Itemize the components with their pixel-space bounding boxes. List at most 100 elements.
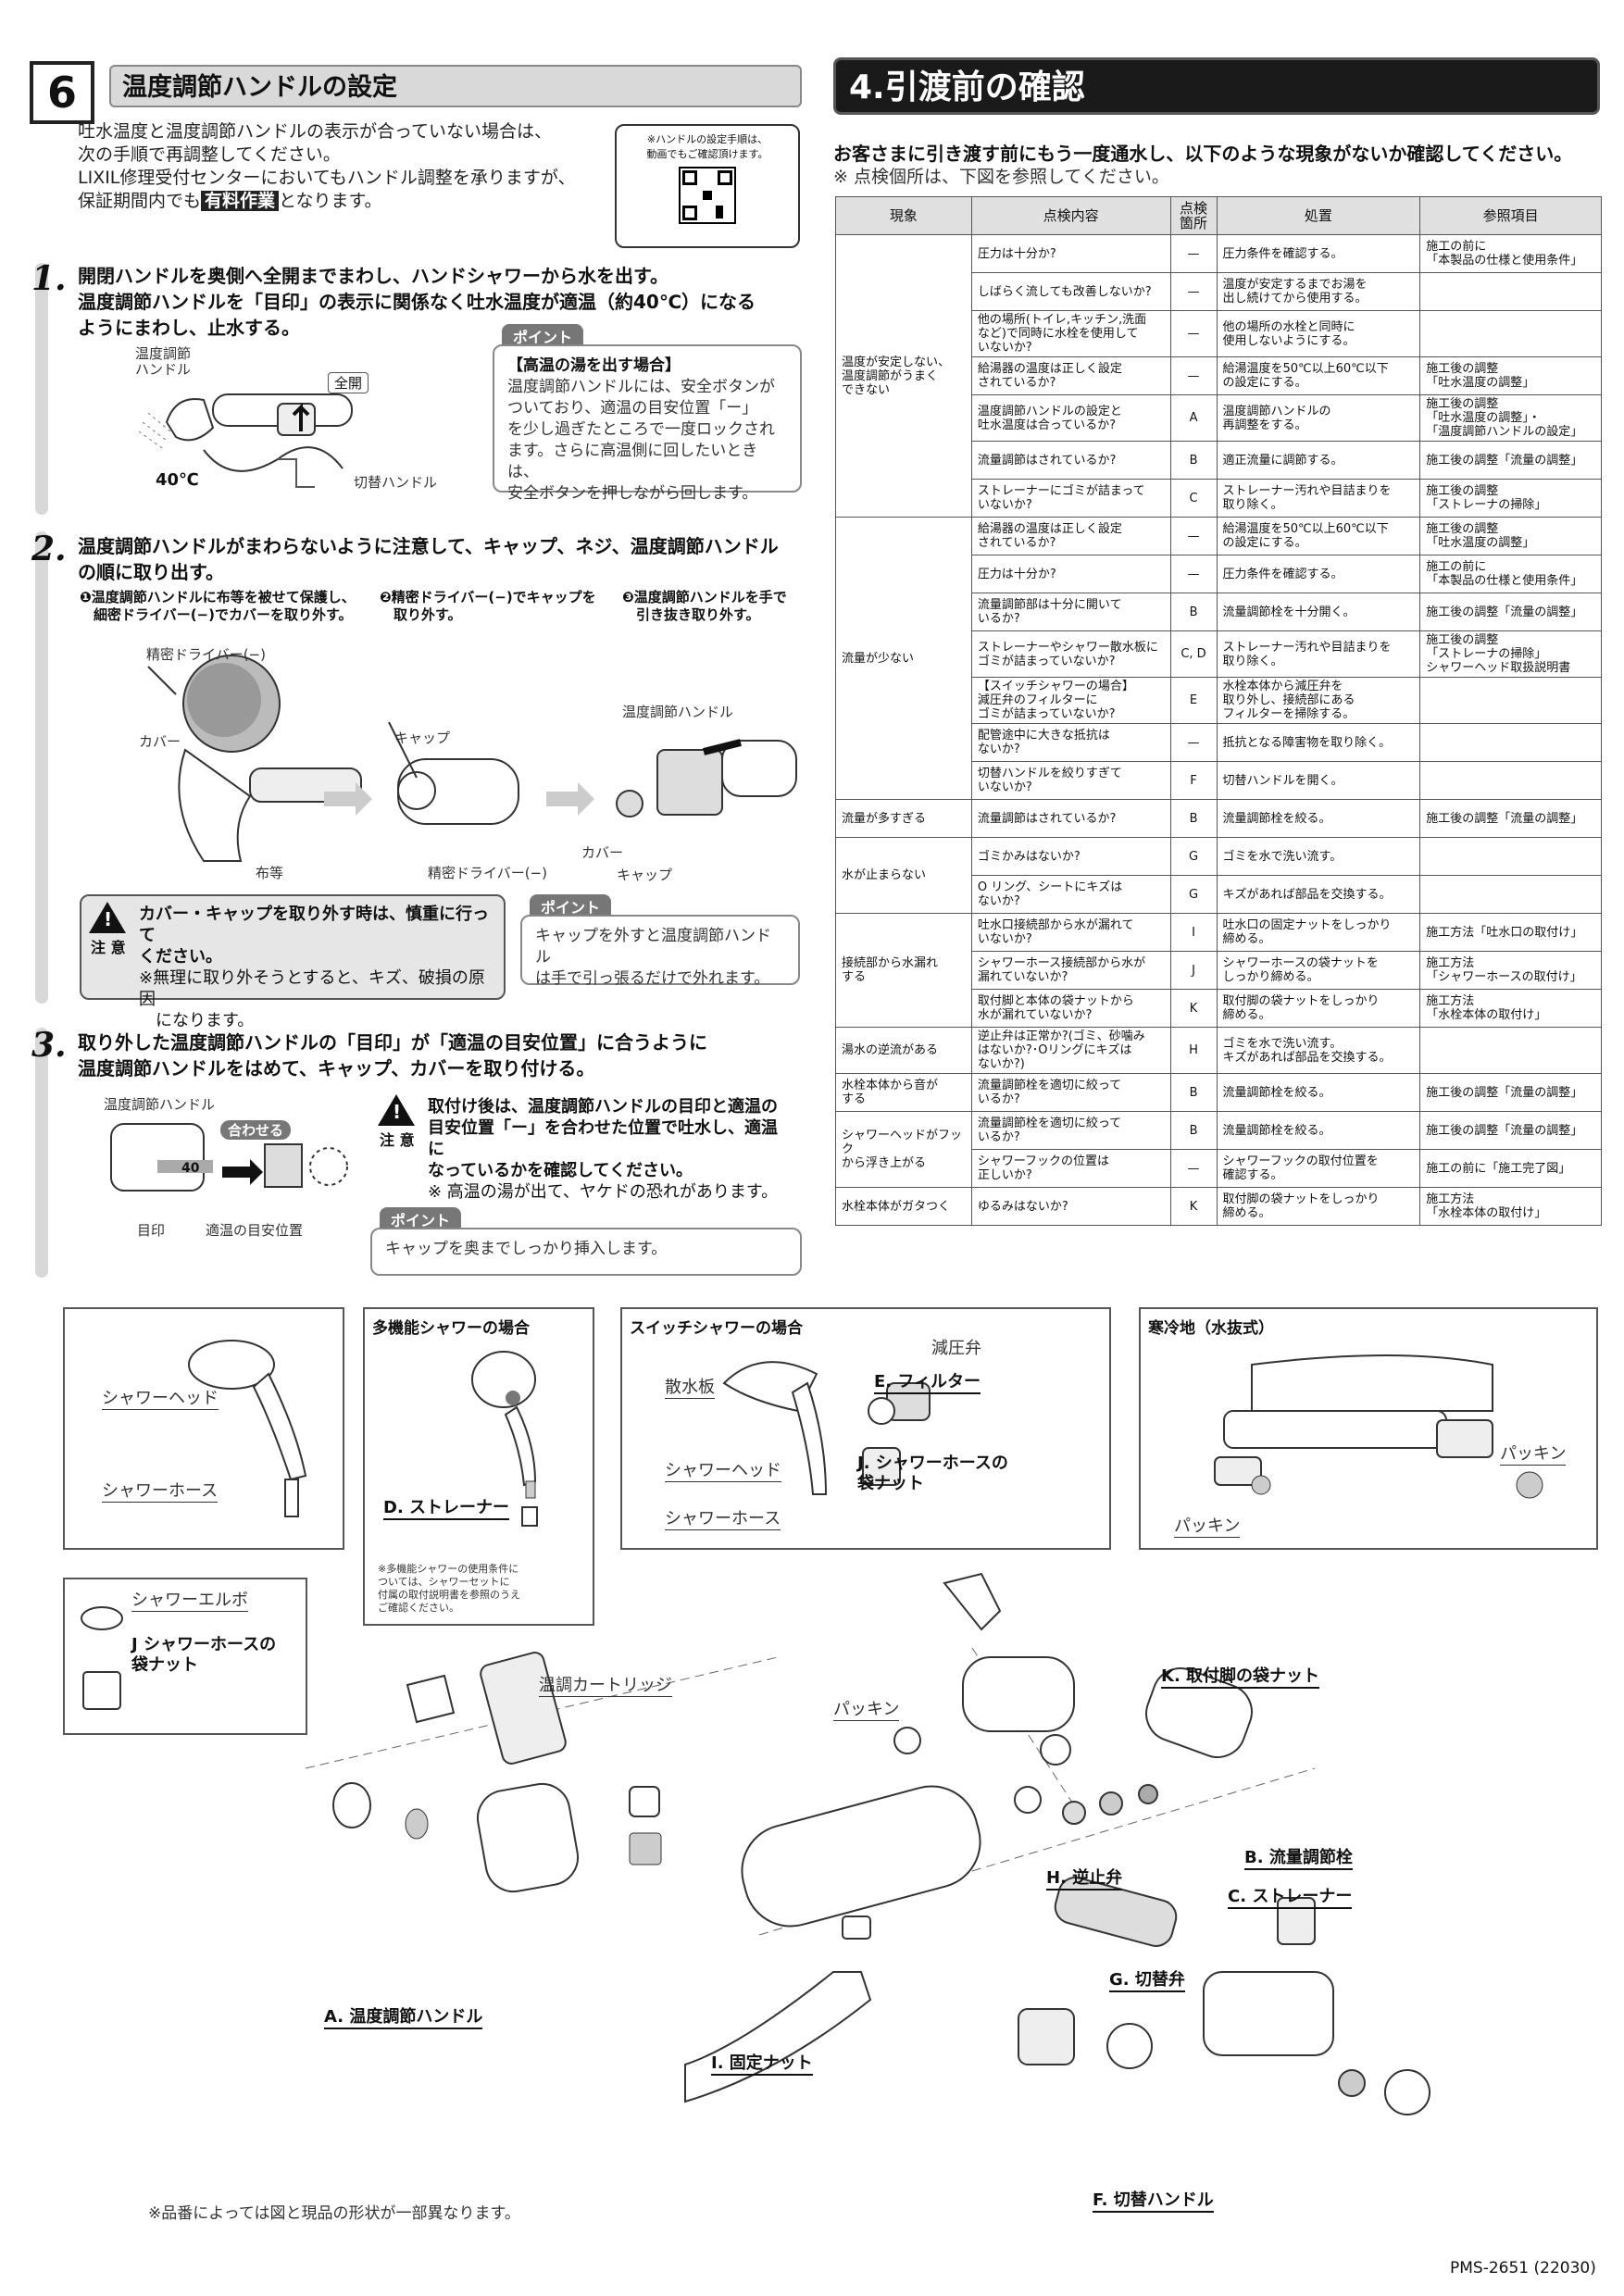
- table-row: 湯水の逆流がある逆止弁は正常か?(ゴミ、砂噛み はないか?･Oリングにキズは な…: [835, 1027, 1602, 1074]
- check-item-cell: 取付脚と本体の袋ナットから 水が漏れていないか?: [970, 989, 1171, 1028]
- action-cell: 給湯温度を50℃以上60℃以下 の設定にする。: [1216, 517, 1421, 555]
- step1-number: 1.: [31, 259, 67, 298]
- phenomenon-cell: 湯水の逆流がある: [835, 1027, 972, 1074]
- action-cell: 取付脚の袋ナットをしっかり 締める。: [1216, 1187, 1421, 1226]
- check-item-cell: 吐水口接続部から水が漏れて いないか?: [970, 913, 1171, 952]
- footnote: ※品番によっては図と現品の形状が一部異なります。: [148, 2204, 520, 2223]
- check-item-cell: 流量調節はされているか?: [970, 441, 1171, 480]
- phenomenon-cell: 接続部から水漏れ する: [835, 913, 972, 1028]
- check-item-cell: しばらく流しても改善しないか?: [970, 272, 1171, 311]
- check-location-cell: B: [1169, 441, 1218, 480]
- action-cell: 圧力条件を確認する。: [1216, 555, 1421, 593]
- i-fixed-nut-label: I. 固定ナット: [711, 2050, 813, 2076]
- table-row: 他の場所(トイレ,キッチン,洗面 など)で同時に水栓を使用して いないか?—他の…: [836, 310, 1602, 357]
- step3-handle-label: 温度調節ハンドル: [104, 1096, 216, 1113]
- check-location-cell: B: [1169, 1073, 1218, 1112]
- spray-plate-label: 散水板: [665, 1374, 715, 1399]
- step3-align-label: 合わせる: [220, 1120, 292, 1140]
- reference-cell: 施工の前に「施工完了図」: [1419, 1149, 1602, 1188]
- action-cell: 温度調節ハンドルの 再調整をする。: [1216, 394, 1421, 442]
- section4-note: ※ 点検個所は、下図を参照してください。: [833, 167, 1169, 187]
- step3-text: 取り外した温度調節ハンドルの「目印」が「適温の目安位置」に合うように 温度調節ハ…: [78, 1031, 707, 1079]
- check-location-cell: C: [1169, 479, 1218, 518]
- shower-head-box: シャワーヘッド シャワーホース: [63, 1307, 344, 1550]
- check-location-cell: —: [1169, 310, 1218, 357]
- reference-cell: 施工の前に 「本製品の仕様と使用条件」: [1419, 555, 1602, 593]
- check-item-cell: ゴミかみはないか?: [970, 837, 1171, 876]
- check-location-cell: H: [1169, 1027, 1218, 1074]
- reference-cell: [1419, 677, 1602, 724]
- phenomenon-cell: 水栓本体がガタつく: [835, 1187, 972, 1226]
- multifunction-shower-illustration: [471, 1351, 538, 1527]
- shower-elbow-box: シャワーエルボ J シャワーホースの袋ナット: [63, 1578, 307, 1735]
- action-cell: 水栓本体から減圧弁を 取り外し、接続部にある フィルターを掃除する。: [1216, 677, 1421, 724]
- table-header-cell: 現象: [835, 196, 972, 235]
- cold-region-illustration: [1214, 1354, 1543, 1499]
- reference-cell: 施工後の調整「流量の調整」: [1419, 799, 1602, 838]
- step2-point: ポイント キャップを外すと温度調節ハンドル は手で引っ張るだけで外れます。: [520, 894, 800, 988]
- g-switch-valve-label: G. 切替弁: [1109, 1966, 1185, 1992]
- step1-temp-label: 40℃: [156, 470, 199, 490]
- check-location-cell: —: [1169, 234, 1218, 273]
- action-cell: ストレーナー汚れや目詰まりを 取り除く。: [1216, 630, 1421, 678]
- check-location-cell: —: [1169, 555, 1218, 593]
- check-item-cell: シャワーフックの位置は 正しいか?: [970, 1149, 1171, 1188]
- action-cell: ゴミを水で洗い流す。 キズがあれば部品を交換する。: [1216, 1027, 1421, 1074]
- table-header-cell: 処置: [1216, 196, 1421, 235]
- step1-faucet-illustration: [138, 393, 353, 488]
- reference-cell: 施工後の調整「流量の調整」: [1419, 1111, 1602, 1150]
- action-cell: 切替ハンドルを開く。: [1216, 761, 1421, 800]
- qr-box: ※ハンドルの設定手順は、 動画でもご確認頂けます。: [615, 124, 800, 248]
- shower-hose-label: シャワーホース: [102, 1478, 219, 1503]
- cold-region-box: 寒冷地（水抜式） パッキン パッキン: [1139, 1307, 1598, 1550]
- j-nut-label-2: J シャワーホースの袋ナット: [131, 1635, 277, 1675]
- check-location-cell: —: [1169, 272, 1218, 311]
- action-cell: キズがあれば部品を交換する。: [1216, 875, 1421, 914]
- check-location-cell: C, D: [1169, 630, 1218, 678]
- step2-driver2-label: 精密ドライバー(−): [428, 865, 547, 881]
- reference-cell: 施工方法 「水栓本体の取付け」: [1419, 989, 1602, 1028]
- step3-bar: [35, 1028, 48, 1278]
- reducing-valve-label: 減圧弁: [931, 1339, 981, 1358]
- check-location-cell: I: [1169, 913, 1218, 952]
- action-cell: 流量調節栓を絞る。: [1216, 799, 1421, 838]
- phenomenon-cell: シャワーヘッドがフック から浮き上がる: [835, 1111, 972, 1188]
- qr-code-icon[interactable]: [679, 167, 736, 224]
- packing-label-2: パッキン: [1174, 1513, 1241, 1538]
- exploded-parts-diagram: [305, 1572, 1430, 2115]
- step2-illustration: [147, 655, 797, 862]
- check-item-cell: 他の場所(トイレ,キッチン,洗面 など)で同時に水栓を使用して いないか?: [970, 310, 1171, 357]
- check-location-cell: G: [1169, 875, 1218, 914]
- check-location-cell: G: [1169, 837, 1218, 876]
- check-item-cell: 給湯器の温度は正しく設定 されているか?: [970, 356, 1171, 395]
- check-location-cell: —: [1169, 723, 1218, 762]
- multifunction-note: ※多機能シャワーの使用条件については、シャワーセットに付属の取付説明書を参照のう…: [378, 1563, 520, 1614]
- reference-cell: [1419, 723, 1602, 762]
- check-item-cell: 切替ハンドルを絞りすぎて いないか?: [970, 761, 1171, 800]
- action-cell: シャワーホースの袋ナットを しっかり締める。: [1216, 951, 1421, 990]
- reference-cell: 施工後の調整「流量の調整」: [1419, 441, 1602, 480]
- step3-forty-label: 40: [181, 1161, 200, 1176]
- step2-cover2-label: カバー: [581, 844, 624, 861]
- step1-bar: [35, 263, 48, 515]
- check-item-cell: ゆるみはないか?: [970, 1187, 1171, 1226]
- check-item-cell: 流量調節はされているか?: [970, 799, 1171, 838]
- check-item-cell: ストレーナーにゴミが詰まって いないか?: [970, 479, 1171, 518]
- step3-mark-label: 目印: [137, 1222, 166, 1239]
- h-check-valve-label: H. 逆止弁: [1046, 1865, 1123, 1890]
- warning-icon: [378, 1094, 415, 1126]
- reference-cell: 施工方法「吐水口の取付け」: [1419, 913, 1602, 952]
- multifunction-shower-box: 多機能シャワーの場合 D. ストレーナー ※多機能シャワーの使用条件については、…: [363, 1307, 594, 1626]
- check-location-cell: B: [1169, 1111, 1218, 1150]
- step2-bar: [35, 531, 48, 1004]
- step1-handle-label: 温度調節 ハンドル: [135, 345, 192, 378]
- check-item-cell: 逆止弁は正常か?(ゴミ、砂噛み はないか?･Oリングにキズは ないか?): [970, 1027, 1171, 1074]
- shower-head-illustration: [188, 1340, 307, 1517]
- phenomenon-cell: 流量が多すぎる: [835, 799, 972, 838]
